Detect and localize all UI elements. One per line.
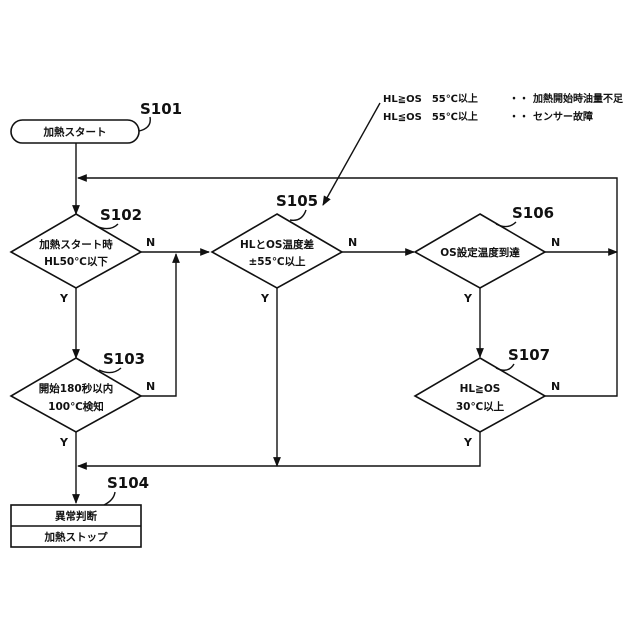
decision-s107 <box>415 358 545 432</box>
leader-s104 <box>104 492 115 505</box>
s107-no-label: N <box>551 380 560 393</box>
arrow-s103-no-up <box>141 254 176 396</box>
node-s105: HLとOS温度差 ±55℃以上 <box>212 214 342 288</box>
step-label-s107: S107 <box>508 346 550 364</box>
note-line1-result: 加熱開始時油量不足 <box>532 92 624 105</box>
node-s102: 加熱スタート時 HL50℃以下 <box>11 214 141 288</box>
s105-no-label: N <box>348 236 357 249</box>
note-line2-condition: HL≦OS 55℃以上 <box>383 110 478 123</box>
leader-s102 <box>96 224 118 229</box>
decision-s102 <box>11 214 141 288</box>
arrow-s107-no-right <box>545 252 617 396</box>
step-label-s104: S104 <box>107 474 149 492</box>
node-s104: 異常判断 加熱ストップ <box>11 505 141 547</box>
s105-label-line2: ±55℃以上 <box>248 255 306 268</box>
step-label-s106: S106 <box>512 204 554 222</box>
s103-label-line1: 開始180秒以内 <box>39 382 113 395</box>
node-s103: 開始180秒以内 100℃検知 <box>11 358 141 432</box>
step-label-s101: S101 <box>140 100 182 118</box>
s106-no-label: N <box>551 236 560 249</box>
s106-yes-label: Y <box>463 292 473 305</box>
node-s107: HL≧OS 30℃以上 <box>415 358 545 432</box>
decision-s103 <box>11 358 141 432</box>
step-label-s105: S105 <box>276 192 318 210</box>
note-line2-result: センサー故障 <box>533 110 593 123</box>
s104-row2-label: 加熱ストップ <box>44 531 108 544</box>
s103-no-label: N <box>146 380 155 393</box>
s107-yes-label: Y <box>463 436 473 449</box>
s107-label-line1: HL≧OS <box>460 383 501 395</box>
step-label-s103: S103 <box>103 350 145 368</box>
s105-label-line1: HLとOS温度差 <box>240 238 314 251</box>
arrow-s107-yes-to-s104 <box>78 432 480 466</box>
s106-label: OS設定温度到達 <box>440 246 520 259</box>
step-label-s102: S102 <box>100 206 142 224</box>
connector-lines <box>76 103 617 503</box>
node-start: 加熱スタート <box>11 120 139 143</box>
s105-yes-label: Y <box>260 292 270 305</box>
leader-s101 <box>139 117 150 131</box>
start-label: 加熱スタート <box>43 126 107 139</box>
s102-label-line2: HL50℃以下 <box>44 256 108 268</box>
s107-label-line2: 30℃以上 <box>456 400 505 413</box>
note-line1-separator: ・・ <box>509 94 529 105</box>
leader-s105 <box>290 210 306 220</box>
note-pointer-arrow <box>323 103 380 205</box>
leader-s107 <box>496 364 514 370</box>
step-labels: S101 S102 S103 S104 S105 S106 S107 <box>96 100 554 505</box>
annotation-note: HL≧OS 55℃以上 ・・ 加熱開始時油量不足 HL≦OS 55℃以上 ・・ … <box>383 92 624 123</box>
s104-row1-label: 異常判断 <box>55 510 97 523</box>
note-line1-condition: HL≧OS 55℃以上 <box>383 92 478 105</box>
s102-yes-label: Y <box>59 292 69 305</box>
s103-yes-label: Y <box>59 436 69 449</box>
s102-no-label: N <box>146 236 155 249</box>
node-s106: OS設定温度到達 <box>415 214 545 288</box>
s103-label-line2: 100℃検知 <box>48 400 104 413</box>
decision-s105 <box>212 214 342 288</box>
leader-s103 <box>99 368 121 373</box>
note-line2-separator: ・・ <box>509 112 529 123</box>
s102-label-line1: 加熱スタート時 <box>38 238 113 251</box>
